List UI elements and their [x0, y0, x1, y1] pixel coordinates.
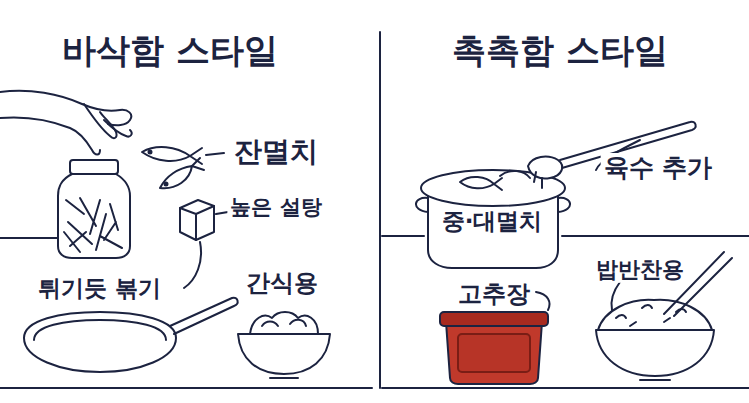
divider	[379, 32, 381, 388]
jar	[0, 160, 130, 258]
sugar-cube	[180, 200, 214, 240]
heading: 촉촉함 스타일	[449, 30, 671, 71]
callout-label: 육수 추가	[601, 153, 716, 183]
frying-pan	[24, 298, 238, 372]
leader-line	[216, 212, 228, 214]
callout-label: 간식용	[243, 269, 321, 298]
pot	[382, 170, 749, 268]
gochujang-container	[440, 312, 548, 384]
leader-line	[611, 282, 620, 310]
snack-bowl	[238, 312, 330, 378]
baseline	[0, 387, 372, 389]
callout-label: 밥반찬용	[593, 257, 687, 283]
callout-label: 잔멸치	[231, 135, 321, 169]
callout-label: 고추장	[455, 280, 533, 309]
leader-line	[184, 242, 201, 288]
hand	[0, 91, 132, 155]
callout-label: 튀기듯 볶기	[35, 275, 164, 303]
anchovy-fish	[142, 147, 204, 188]
callout-label: 높은 설탕	[227, 195, 324, 220]
baseline	[382, 387, 749, 389]
leader-line	[536, 292, 550, 310]
callout-label: 중·대멸치	[439, 208, 546, 236]
leader-line	[206, 153, 224, 155]
heading: 바삭함 스타일	[59, 30, 281, 71]
